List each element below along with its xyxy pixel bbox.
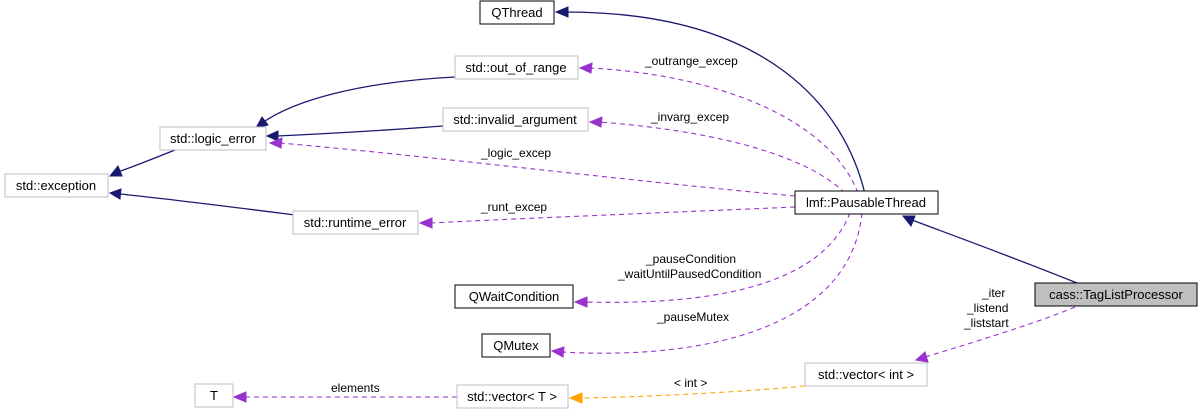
node-qwaitcondition-label: QWaitCondition (469, 289, 560, 304)
node-exception-label: std::exception (16, 178, 96, 193)
node-vector-int-label: std::vector< int > (818, 367, 914, 382)
edge-pausablethread-to-logicerror (268, 137, 796, 197)
node-qwaitcondition[interactable]: QWaitCondition (454, 284, 574, 309)
node-exception[interactable]: std::exception (4, 173, 109, 198)
edge-pausablethread-to-qmutex (550, 212, 863, 358)
edge-logicerror-to-exception (108, 149, 176, 177)
node-qthread-label: QThread (491, 5, 542, 20)
node-pausable-thread[interactable]: lmf::PausableThread (794, 190, 939, 215)
node-logic-error[interactable]: std::logic_error (159, 126, 267, 151)
node-vector-int[interactable]: std::vector< int > (804, 362, 928, 387)
label-iter: _iter (981, 286, 1005, 300)
label-logic-excep: _logic_excep (480, 146, 551, 160)
node-invalid-argument[interactable]: std::invalid_argument (442, 107, 589, 132)
label-elements: elements (331, 381, 380, 395)
edge-taglistprocessor-to-vectorint (914, 306, 1076, 363)
node-t[interactable]: T (194, 383, 234, 408)
edge-pausablethread-to-qwaitcondition (573, 212, 851, 308)
node-invalid-argument-label: std::invalid_argument (453, 112, 577, 127)
node-vector-t[interactable]: std::vector< T > (456, 384, 569, 409)
label-wait-until-paused: _waitUntilPausedCondition (617, 267, 761, 281)
node-qmutex-label: QMutex (493, 338, 539, 353)
edge-vectort-to-t (232, 391, 457, 403)
label-outrange-excep: _outrange_excep (644, 54, 738, 68)
node-vector-t-label: std::vector< T > (467, 389, 557, 404)
edge-outofrange-to-logicerror (255, 76, 456, 129)
node-tag-list-processor[interactable]: cass::TagListProcessor (1034, 282, 1198, 307)
label-invarg-excep: _invarg_excep (650, 110, 729, 124)
label-pause-condition: _pauseCondition (645, 252, 736, 266)
node-t-label: T (210, 388, 218, 403)
label-pause-mutex: _pauseMutex (656, 310, 729, 324)
node-out-of-range[interactable]: std::out_of_range (454, 55, 579, 80)
label-int-template: < int > (674, 376, 707, 390)
label-listend: _listend (966, 301, 1008, 315)
node-runtime-error[interactable]: std::runtime_error (292, 210, 419, 235)
edge-pausablethread-to-outofrange (578, 62, 859, 194)
node-qthread[interactable]: QThread (479, 0, 555, 25)
edge-vectorint-to-vectort (568, 385, 806, 404)
edge-pausablethread-to-qthread (554, 6, 866, 195)
node-runtime-error-label: std::runtime_error (304, 215, 407, 230)
node-qmutex[interactable]: QMutex (481, 333, 551, 358)
edge-invalidargument-to-logicerror (265, 125, 444, 142)
node-pausable-thread-label: lmf::PausableThread (806, 195, 926, 210)
label-liststart: _liststart (963, 316, 1009, 330)
edge-runtimeerror-to-exception (108, 188, 296, 216)
edge-taglistprocessor-to-pausablethread (901, 215, 1078, 284)
node-out-of-range-label: std::out_of_range (465, 60, 566, 75)
label-runt-excep: _runt_excep (480, 200, 547, 214)
node-tag-list-processor-label: cass::TagListProcessor (1049, 287, 1183, 302)
edge-pausablethread-to-invalidargument (588, 116, 846, 194)
edge-pausablethread-to-runtimeerror (418, 206, 796, 229)
node-logic-error-label: std::logic_error (170, 131, 257, 146)
